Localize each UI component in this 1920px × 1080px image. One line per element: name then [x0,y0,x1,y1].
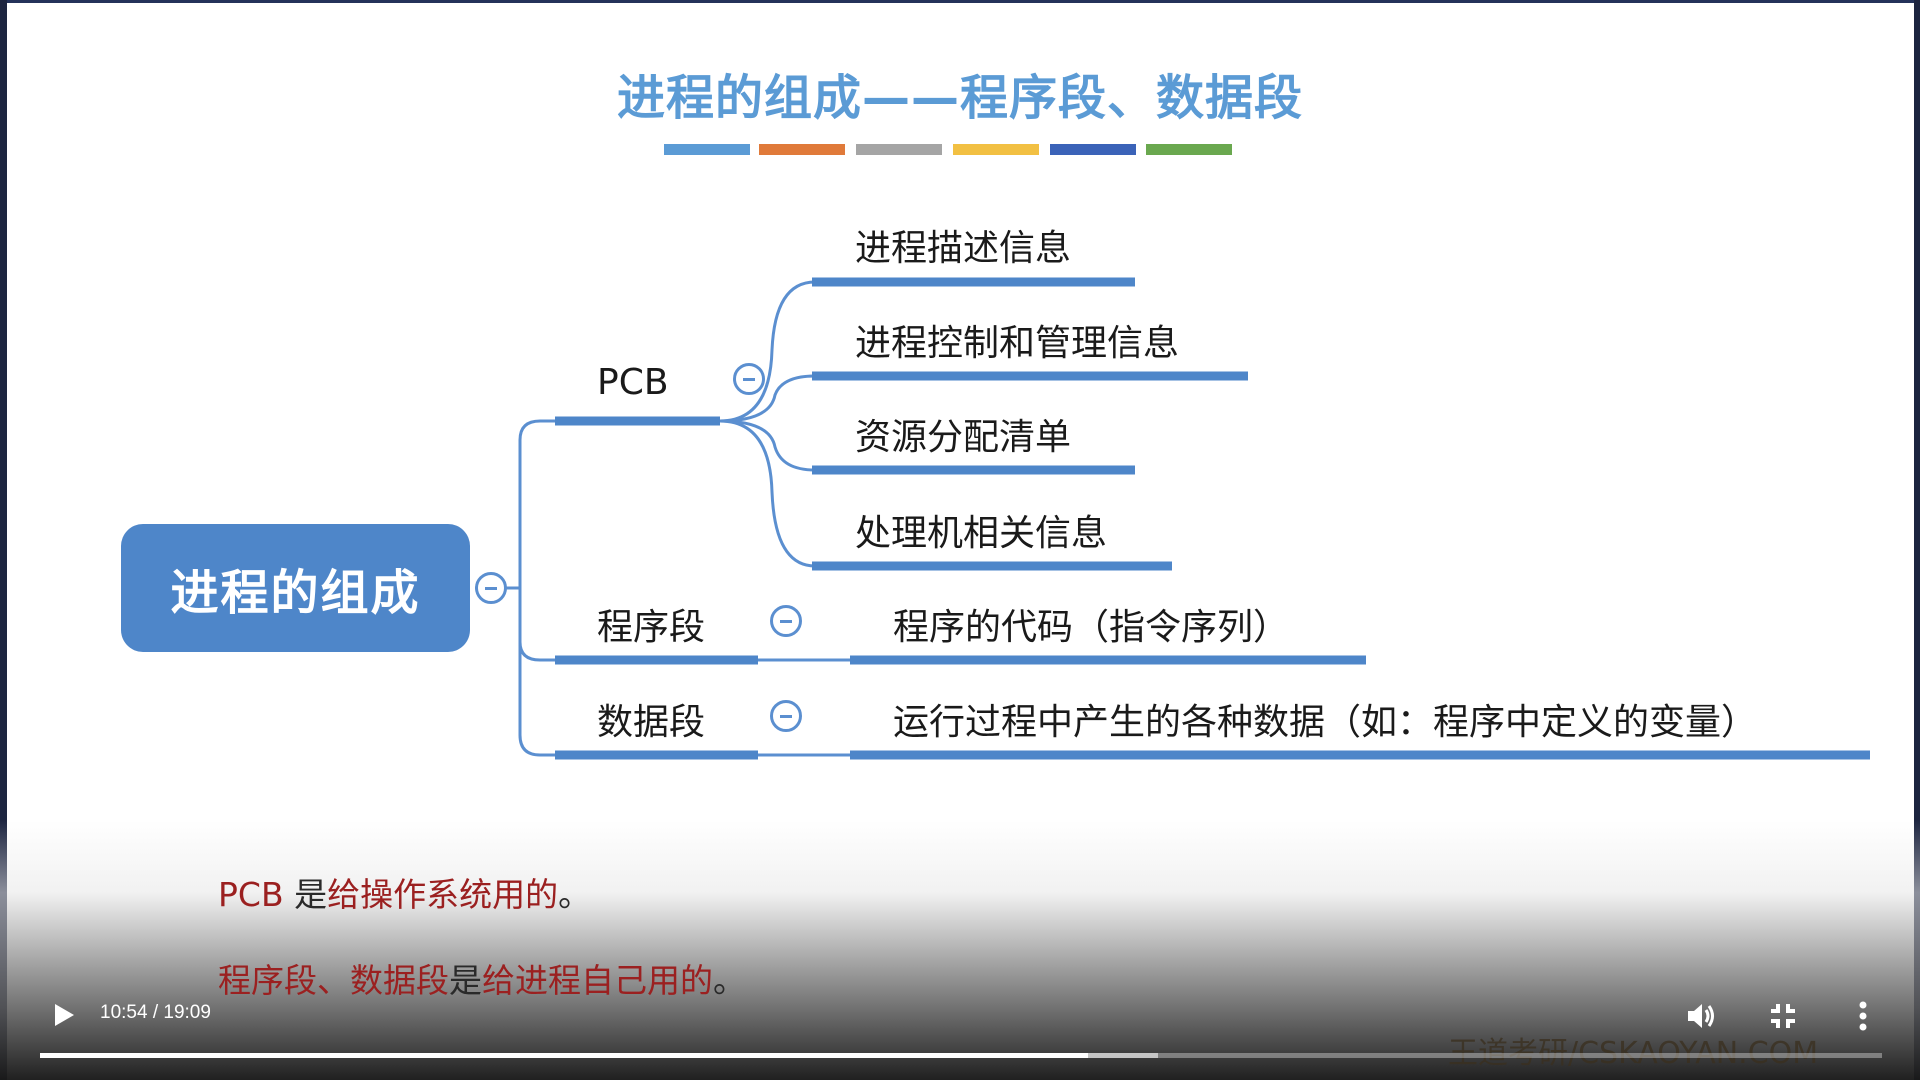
subtitle-1-part-b: 是 [283,875,328,914]
data-segment-collapse-toggle[interactable] [770,700,802,732]
title-divider-blue [664,144,750,155]
subtitle-1-part-d: 。 [558,875,592,914]
subtitle-line-1: PCB 是给操作系统用的。 [218,868,591,916]
time-display: 10:54 / 19:09 [100,1002,211,1023]
pcb-child-control: 进程控制和管理信息 [855,323,1180,364]
subtitle-1-part-a: PCB [218,875,284,914]
mindmap-root-node: 进程的组成 [121,524,470,652]
video-frame-right [1914,0,1920,1080]
volume-icon[interactable] [1682,996,1722,1036]
watermark: 王道考研/CSKAOYAN.COM [1448,1036,1819,1071]
title-divider-gray [856,144,942,155]
pcb-child-description: 进程描述信息 [855,228,1072,269]
subtitle-2-part-a: 程序段、数据段 [218,961,449,1000]
subtitle-1-part-c: 给操作系统用的 [327,875,559,914]
more-vert-icon[interactable] [1843,996,1883,1036]
pcb-child-processor: 处理机相关信息 [855,513,1108,554]
player-controls: 10:54 / 19:09 [0,990,1920,1080]
title-divider-green [1146,144,1232,155]
player-controls-gradient [0,820,1920,1080]
title-divider-orange [759,144,845,155]
data-segment-child: 运行过程中产生的各种数据（如：程序中定义的变量） [893,702,1758,743]
video-frame-top [0,0,1920,3]
title-divider-navy [1050,144,1136,155]
branch-label-pcb: PCB [597,362,669,403]
subtitle-2-part-c: 给进程自己用的 [482,961,713,1000]
progress-bar[interactable] [40,1053,1882,1058]
exit-fullscreen-icon[interactable] [1763,996,1803,1036]
title-divider-yellow [953,144,1039,155]
branch-label-program-segment: 程序段 [597,607,706,648]
pcb-child-resources: 资源分配清单 [855,417,1072,458]
branch-label-data-segment: 数据段 [597,702,706,743]
progress-played [40,1053,1089,1058]
video-frame-left [0,0,7,1080]
slide-title: 进程的组成——程序段、数据段 [616,70,1303,126]
program-segment-collapse-toggle[interactable] [770,605,802,637]
subtitle-line-2: 程序段、数据段是给进程自己用的。 [218,954,746,1002]
subtitle-2-part-b: 是 [449,961,482,1000]
subtitle-2-part-d: 。 [713,961,746,1000]
pcb-collapse-toggle[interactable] [733,363,765,395]
play-icon[interactable] [48,1000,78,1030]
root-collapse-toggle[interactable] [475,572,507,604]
program-segment-child: 程序的代码（指令序列） [893,607,1290,648]
